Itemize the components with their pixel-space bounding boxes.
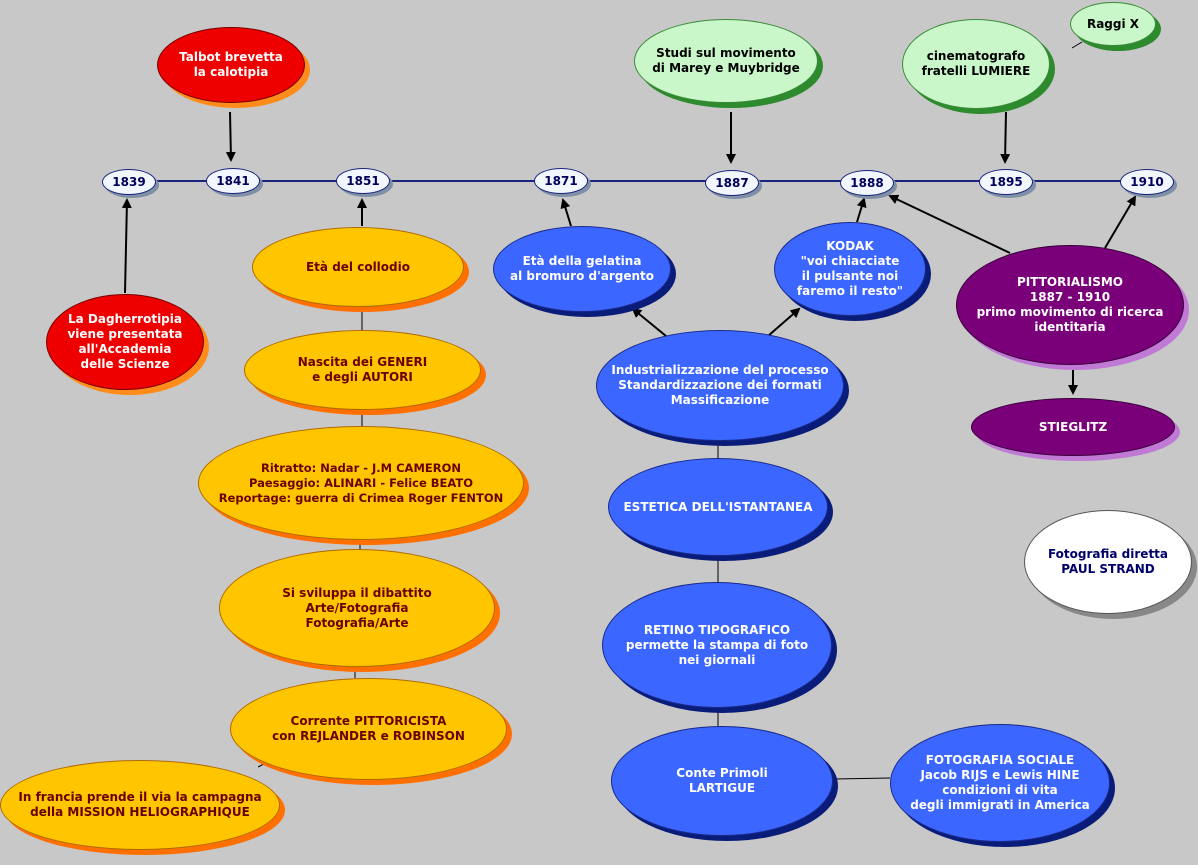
node-retino-tipografico: RETINO TIPOGRAFICO permette la stampa di… [602,582,832,708]
year-marker-1888: 1888 [840,170,894,196]
node-dibattito-arte-fotografia: Si sviluppa il dibattito Arte/Fotografia… [219,549,495,667]
node-estetica-istantanea: ESTETICA DELL'ISTANTANEA [608,458,828,556]
node-generi-autori: Nascita dei GENERI e degli AUTORI [244,330,481,410]
node-eta-gelatina: Età della gelatina al bromuro d'argento [493,226,671,312]
arrow-industrializzazione-kodak [767,307,801,337]
node-paul-strand: Fotografia diretta PAUL STRAND [1024,510,1192,614]
node-raggi-x: Raggi X [1070,2,1156,46]
node-corrente-pittoricista: Corrente PITTORICISTA con REJLANDER e RO… [230,678,507,780]
node-stieglitz: STIEGLITZ [971,398,1175,456]
node-talbot: Talbot brevetta la calotipia [157,27,305,103]
node-pittorialismo: PITTORIALISMO 1887 - 1910 primo moviment… [956,245,1184,365]
year-marker-1887: 1887 [705,170,759,196]
arrow-dagherrotipia-1839 [121,198,132,294]
node-dagherrotipia: La Dagherrotipia viene presentata all'Ac… [46,294,204,390]
arrow-pittorialismo-1910 [1104,195,1137,249]
year-marker-1871: 1871 [534,168,588,194]
node-ritratto-paesaggio-reportage: Ritratto: Nadar - J.M CAMERON Paesaggio:… [198,426,524,540]
arrow-talbot-1841 [225,111,236,162]
link-primoli-sociale [833,777,891,780]
year-marker-1851: 1851 [336,168,390,194]
node-industrializzazione: Industrializzazione del processo Standar… [596,330,844,441]
year-marker-1895: 1895 [979,169,1033,195]
node-conte-primoli: Conte Primoli LARTIGUE [611,726,833,836]
node-mission-heliographique: In francia prende il via la campagna del… [0,760,280,850]
year-marker-1841: 1841 [206,168,260,194]
node-marey-muybridge: Studi sul movimento di Marey e Muybridge [634,19,818,103]
node-lumiere: cinematografo fratelli LUMIERE [902,19,1050,109]
arrow-gelatina-1871 [560,198,572,227]
arrow-pittorialismo-1888 [888,194,1011,254]
node-fotografia-sociale: FOTOGRAFIA SOCIALE Jacob RIJS e Lewis HI… [890,724,1110,842]
arrow-lumiere-1895 [1000,111,1011,164]
arrow-kodak-1888 [856,197,867,223]
node-eta-collodio: Età del collodio [252,227,464,307]
node-kodak: KODAK "voi chiacciate il pulsante noi fa… [774,222,926,316]
arrow-industrializzazione-gelatina [631,307,667,337]
year-marker-1839: 1839 [102,169,156,195]
year-marker-1910: 1910 [1120,169,1174,195]
link-lumiere-raggix [1071,41,1083,49]
